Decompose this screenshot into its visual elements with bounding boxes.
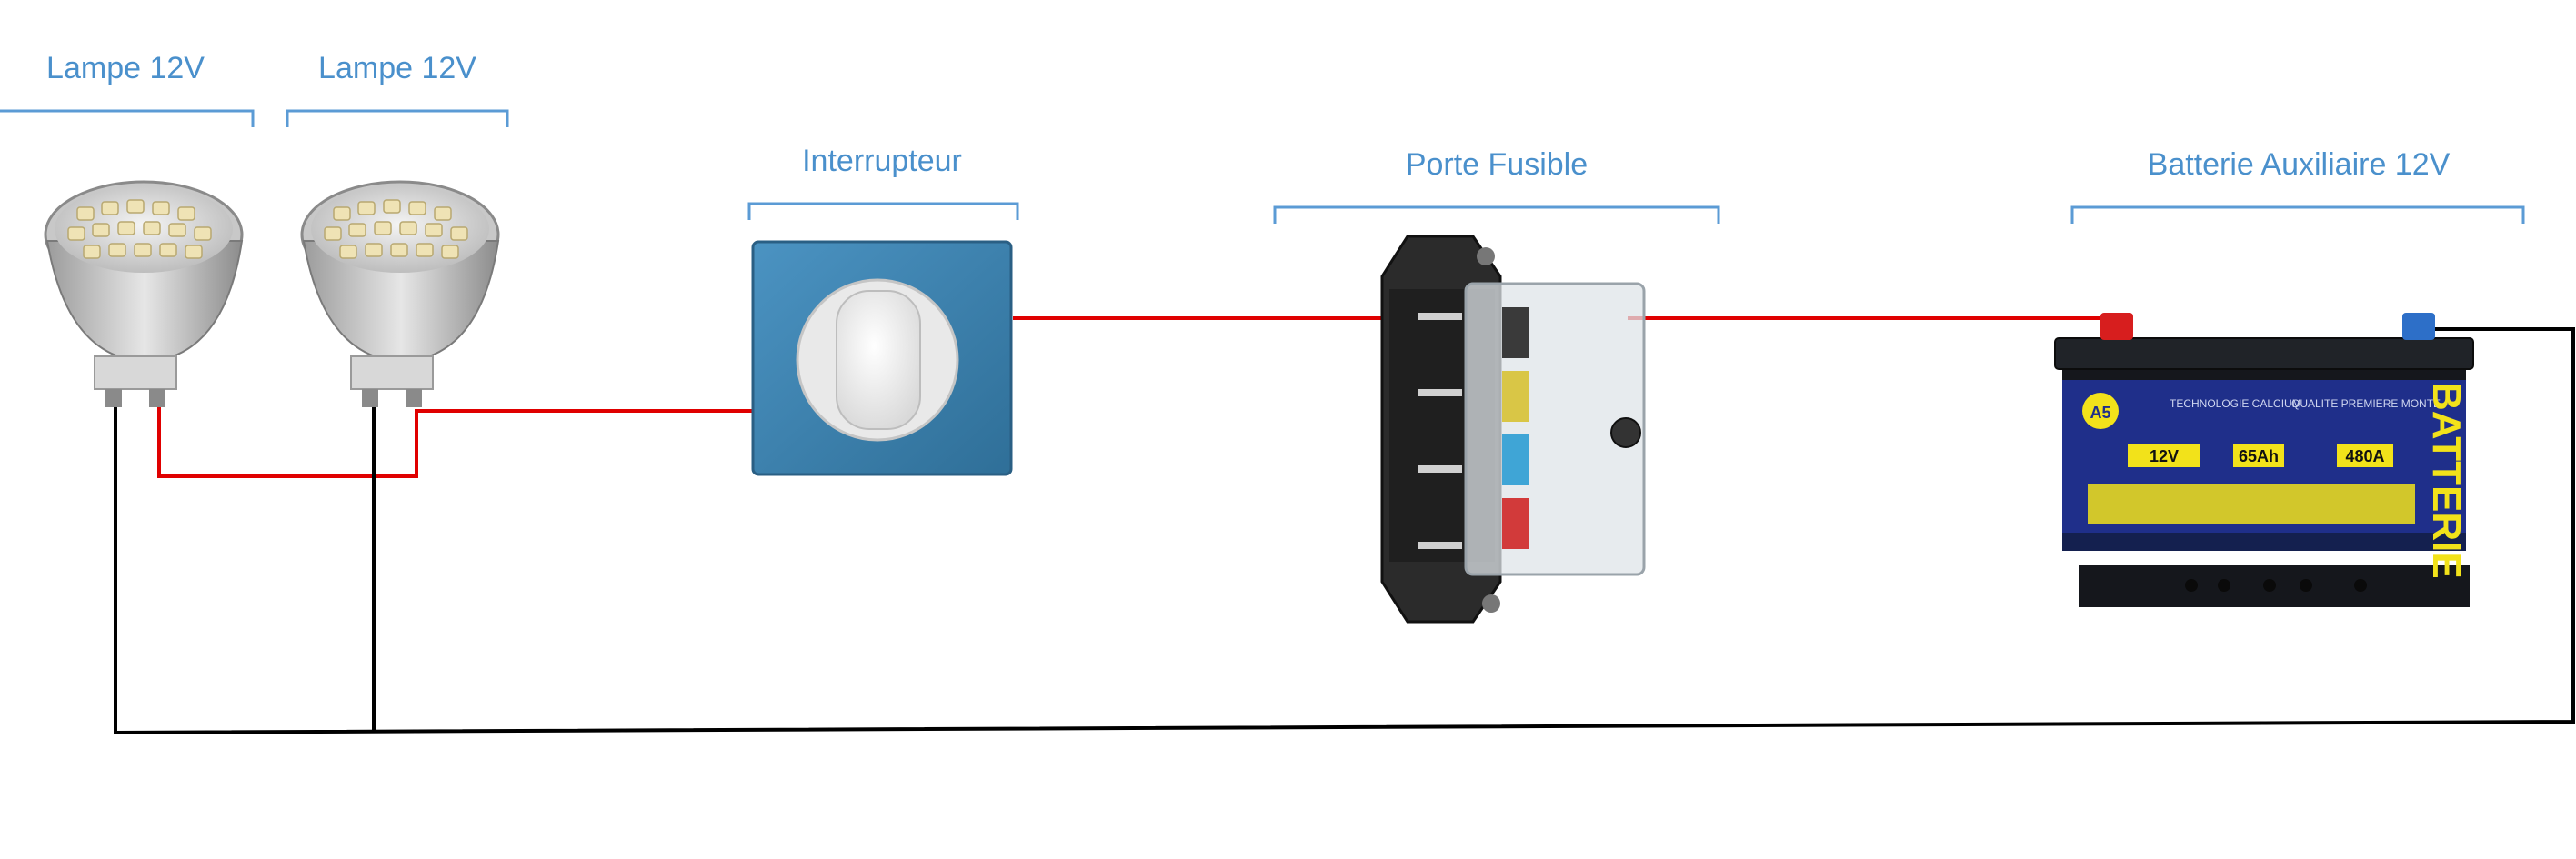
battery-quality: QUALITE PREMIERE MONTE: [2291, 397, 2441, 410]
lamp2-bracket: [286, 109, 509, 127]
lamp2-bulb: [300, 180, 500, 407]
lamp1-bulb: [44, 180, 244, 407]
battery-grade: A5: [2090, 404, 2110, 422]
battery-label: Batterie Auxiliaire 12V: [2148, 147, 2451, 182]
positive-wire-lamps-to-switch: [157, 405, 753, 478]
fuse-bracket: [1273, 205, 1720, 224]
battery-brand: BATTERIE: [2424, 382, 2469, 579]
battery-capacity: 65Ah: [2239, 447, 2279, 465]
lamp2-label: Lampe 12V: [318, 51, 476, 85]
lamp1-bracket: [0, 109, 255, 127]
battery-bracket: [2070, 205, 2525, 224]
fuse-holder: [1380, 235, 1646, 624]
auxiliary-battery: A5 65Ah 480A 12V TECHNOLOGIE CALCIUM QUA…: [2054, 313, 2474, 607]
battery-tech: TECHNOLOGIE CALCIUM: [2170, 397, 2301, 410]
lamp1-label: Lampe 12V: [46, 51, 205, 85]
battery-cca: 480A: [2345, 447, 2384, 465]
negative-terminal: [2402, 313, 2435, 340]
switch-bracket: [747, 202, 1019, 220]
switch-label: Interrupteur: [802, 144, 962, 178]
positive-terminal: [2100, 313, 2133, 340]
fuse-label: Porte Fusible: [1406, 147, 1588, 182]
light-switch: [751, 240, 1013, 476]
battery-voltage: 12V: [2150, 447, 2179, 465]
negative-wire-return: [114, 327, 2575, 735]
